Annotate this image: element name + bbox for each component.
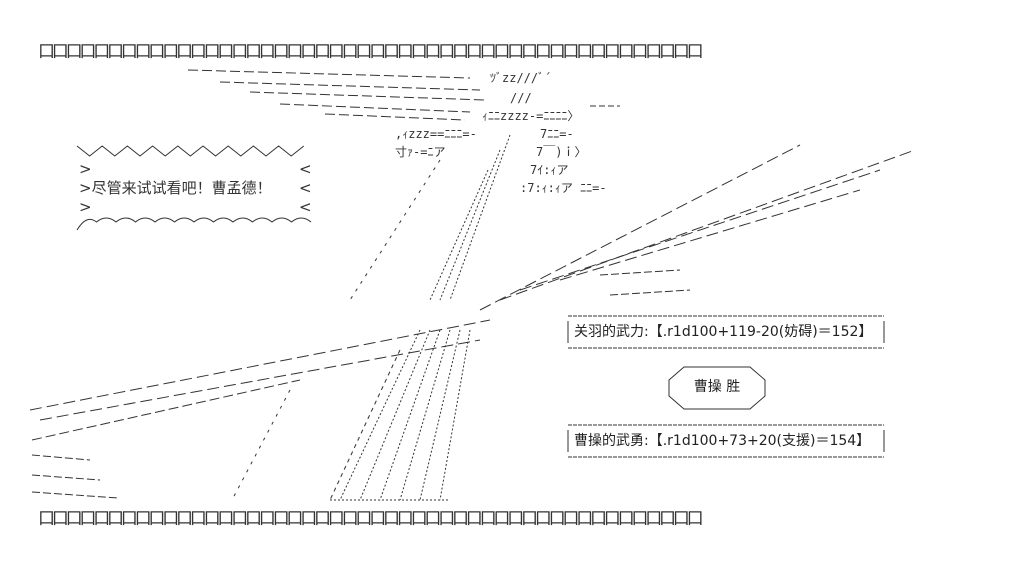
- bubble-frame-icon: [76, 145, 312, 231]
- bubble-line-1: >: [79, 160, 92, 178]
- art-sound-text-2: ///: [510, 91, 532, 105]
- art-mid-text-3: 7ｲ:ｨア: [530, 163, 568, 177]
- bubble-right-mark-1: <: [299, 160, 312, 178]
- art-sound-text-4: ,ｨzzz==ﾆﾆﾆ=-: [395, 127, 477, 141]
- art-mid-text-2: 7￣)ｉ〉: [536, 145, 586, 159]
- verdict-badge: 曹操 胜: [668, 366, 766, 410]
- guan-yu-result-box: 关羽的武力:【.r1d100+119-20(妨碍)＝152】: [566, 315, 886, 349]
- verdict-text: 曹操 胜: [693, 379, 741, 395]
- art-sound-text-3: ｨﾆﾆzzzz-=ﾆﾆﾆﾆ〉: [482, 109, 579, 123]
- art-mid-text-4: :7:ｨ:ｨア ﾆﾆ=-: [520, 181, 607, 195]
- bubble-right-mark-3: <: [299, 198, 312, 216]
- bubble-line-3: >: [79, 198, 92, 216]
- cao-cao-result-box: 曹操的武勇:【.r1d100+73+20(支援)＝154】: [566, 424, 886, 458]
- speech-bubble: > >尽管来试试看吧！曹孟德！ > < < <: [75, 144, 315, 232]
- bottom-border-rail: 口口口口口口口口口口口口口口口口口口口口口口口口口口口口口口口口口口口口口口口口…: [38, 510, 704, 528]
- top-border-rail: 口口口口口口口口口口口口口口口口口口口口口口口口口口口口口口口口口口口口口口口口…: [38, 43, 704, 61]
- bubble-right-mark-2: <: [299, 179, 312, 197]
- cao-cao-result-text: 曹操的武勇:【.r1d100+73+20(支援)＝154】: [574, 433, 871, 449]
- result-frame-icon: [567, 424, 885, 458]
- guan-yu-result-text: 关羽的武力:【.r1d100+119-20(妨碍)＝152】: [574, 324, 873, 340]
- octagon-frame-icon: [668, 366, 766, 410]
- bubble-line-2: >尽管来试试看吧！曹孟德！: [79, 179, 272, 197]
- art-sound-text: ﾂﾞzz///ﾞ´: [490, 71, 551, 85]
- result-frame-icon: [567, 315, 885, 349]
- art-mid-text-1: 7ﾆﾆ=-: [540, 127, 574, 141]
- art-kanji-text: 寸ｧ-=ﾆア: [395, 145, 445, 159]
